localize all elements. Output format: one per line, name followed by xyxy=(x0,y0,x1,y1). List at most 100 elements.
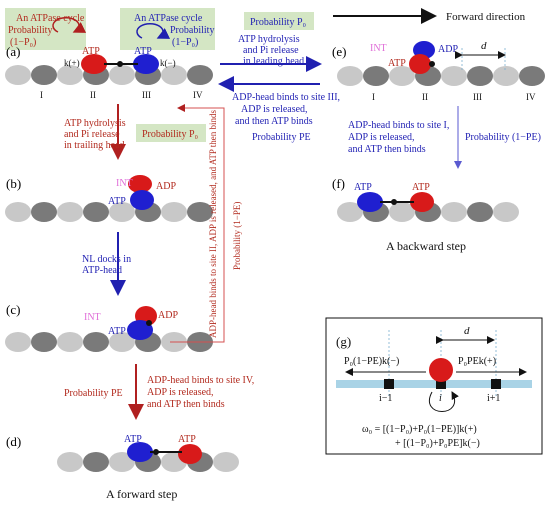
c-to-d-line-3: and ATP then binds xyxy=(147,399,225,410)
site-label-a-4: IV xyxy=(193,90,203,100)
k-minus-a: k(−) xyxy=(160,58,176,68)
prob-p0-box-right xyxy=(244,12,314,30)
lattice-line xyxy=(336,380,532,388)
e-to-a-line-3: and then ATP binds xyxy=(235,116,313,127)
lattice-site-right xyxy=(491,379,501,389)
site-label-a-3: III xyxy=(142,90,151,100)
e-to-a-line-2: ADP is released, xyxy=(241,104,308,115)
int-label-b: INT xyxy=(116,178,133,189)
state-d-label: (d) xyxy=(6,434,21,449)
top-label-b: ADP xyxy=(156,181,176,192)
red-motor-head-f xyxy=(410,192,434,212)
e-to-f-line-3: and ATP then binds xyxy=(348,144,426,155)
arrow-c-to-a-loop xyxy=(170,104,225,343)
bottom-label-c: ATP xyxy=(108,326,126,337)
state-f-label: (f) xyxy=(332,176,345,191)
state-c-label: (c) xyxy=(6,302,20,317)
top-label-c: ADP xyxy=(158,310,178,321)
red-motor-head-e xyxy=(409,54,431,74)
track-a xyxy=(5,65,213,85)
vertical-red-prob: Probability (1−PE) xyxy=(232,202,242,270)
a-to-e-line-1: ATP hydrolysis xyxy=(238,34,300,45)
k-plus-a: k(+) xyxy=(64,58,80,68)
cycle-loop-icon-red xyxy=(52,16,87,33)
atpase-cycle-box-1 xyxy=(5,8,86,50)
vertical-red-text: ADP-head binds to site II, ADP is releas… xyxy=(208,109,218,338)
red-motor-head-b xyxy=(128,175,152,193)
e-to-f-line-2: ADP is released, xyxy=(348,132,415,143)
spacing-d-e: d xyxy=(481,40,487,52)
atpase-cycle-title-1: An ATPase cycle xyxy=(16,13,85,24)
state-b-label: (b) xyxy=(6,176,21,191)
cycle-prob-label-2: Probability xyxy=(170,25,214,36)
spacing-d-g: d xyxy=(464,325,470,337)
site-label-e-1: I xyxy=(372,92,375,102)
bottom-label-e: ATP xyxy=(388,58,406,69)
bottom-label-b: ATP xyxy=(108,196,126,207)
state-a-label: (a) xyxy=(6,44,20,59)
e-to-a-prob: Probability PE xyxy=(252,132,311,143)
site-g-left: i−1 xyxy=(379,393,392,404)
prob-p0-left-label: Probability P₀ xyxy=(142,129,199,140)
left-label-f: ATP xyxy=(354,182,372,193)
b-to-c-line-2: ATP-head xyxy=(82,265,122,276)
e-to-f-line-1: ADP-head binds to site I, xyxy=(348,120,449,131)
lattice-site-center xyxy=(436,379,446,389)
omega-line-1: ω₀ = [(1−P₀)+P₀(1−PE)]k(+) xyxy=(362,424,477,435)
b-to-c-line-1: NL docks in xyxy=(82,254,131,265)
left-label-d: ATP xyxy=(124,434,142,445)
track-d xyxy=(57,452,239,472)
right-label-d: ATP xyxy=(178,434,196,445)
c-to-d-prob: Probability PE xyxy=(64,388,123,399)
cycle-prob-label-1: Probability xyxy=(8,25,52,36)
right-label-f: ATP xyxy=(412,182,430,193)
red-motor-head-a xyxy=(81,54,107,74)
site-label-a-1: I xyxy=(40,90,43,100)
blue-motor-head-b xyxy=(130,190,154,210)
right-rate-label: P₀PEk(+) xyxy=(458,356,496,367)
panel-g-label: (g) xyxy=(336,334,351,349)
top-label-e: ADP xyxy=(438,44,458,55)
left-rate-label: P₀(1−PE)k(−) xyxy=(344,356,399,367)
blue-motor-head-c xyxy=(127,320,153,340)
red-motor-head-d xyxy=(178,444,202,464)
site-label-e-2: II xyxy=(422,92,428,102)
a-to-b-line-1: ATP hydrolysis xyxy=(64,118,126,129)
e-to-f-prob: Probability (1−PE) xyxy=(465,132,541,143)
a-to-e-line-2: and Pi release xyxy=(243,45,299,56)
int-label-c: INT xyxy=(84,312,101,323)
a-to-b-line-2: and Pi release xyxy=(64,129,120,140)
omega-line-2: + [(1−P₀)+P₀PE]k(−) xyxy=(395,438,480,449)
cycle-prob-value-2: (1−P₀) xyxy=(172,37,198,48)
lattice-site-left xyxy=(384,379,394,389)
prob-p0-right-label: Probability P₀ xyxy=(250,17,307,28)
track-e xyxy=(337,66,545,86)
a-to-e-line-3: in leading head xyxy=(243,56,304,67)
c-to-d-line-1: ADP-head binds to site IV, xyxy=(147,375,254,386)
forward-step-caption: A forward step xyxy=(106,487,177,501)
e-to-a-line-1: ADP-head binds to site III, xyxy=(232,92,340,103)
int-label-e: INT xyxy=(370,43,387,54)
site-g-center: i xyxy=(439,393,442,404)
site-label-e-3: III xyxy=(473,92,482,102)
forward-direction-label: Forward direction xyxy=(446,11,526,23)
a-to-b-line-3: in trailing head xyxy=(64,140,125,151)
cycle-loop-icon-blue xyxy=(136,22,171,39)
site-label-e-4: IV xyxy=(526,92,536,102)
head-label-atp-a2: ATP xyxy=(134,46,152,57)
atpase-cycle-title-2: An ATPase cycle xyxy=(134,13,203,24)
waiting-loop xyxy=(429,391,459,412)
blue-motor-head-d xyxy=(127,442,153,462)
state-e-label: (e) xyxy=(332,44,346,59)
cycle-prob-value-1: (1−P₀) xyxy=(10,37,36,48)
site-g-right: i+1 xyxy=(487,393,500,404)
particle xyxy=(429,358,453,382)
site-label-a-2: II xyxy=(90,90,96,100)
backward-step-caption: A backward step xyxy=(386,239,466,253)
blue-motor-head-f xyxy=(357,192,383,212)
head-label-atp-a1: ATP xyxy=(82,46,100,57)
blue-motor-head-a xyxy=(133,54,159,74)
c-to-d-line-2: ADP is released, xyxy=(147,387,214,398)
prob-p0-box-left xyxy=(136,124,206,142)
